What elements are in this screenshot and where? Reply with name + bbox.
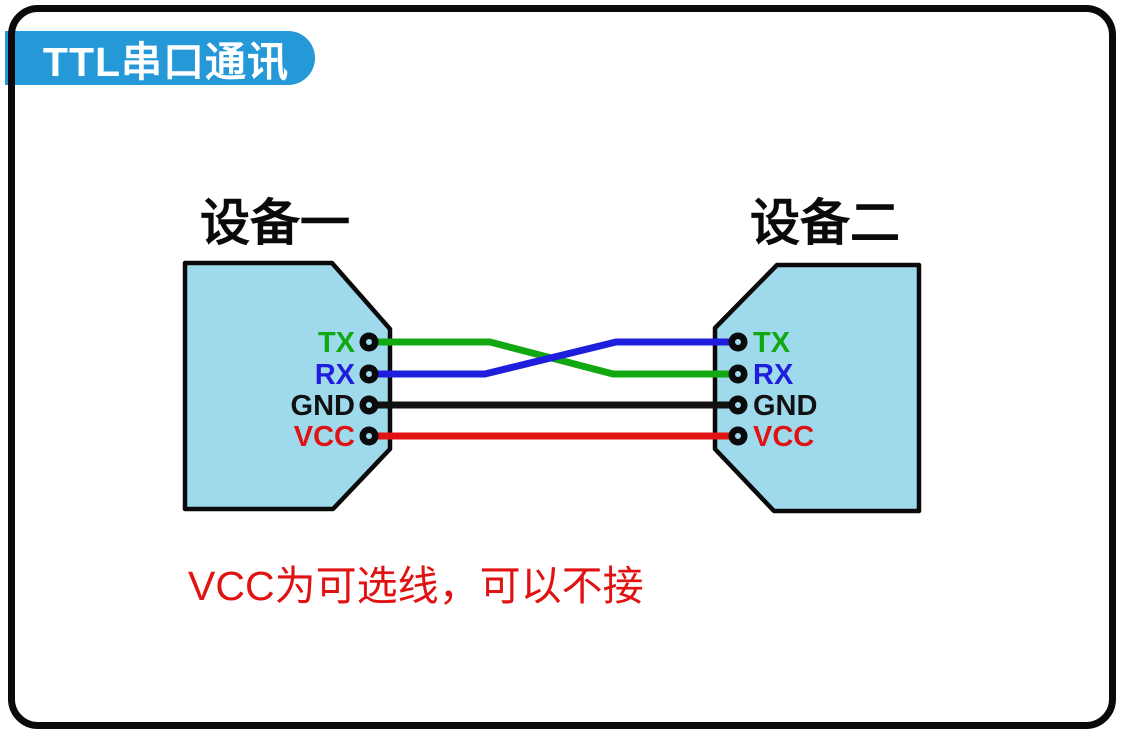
device2-pin-tx-label: TX [753,327,791,359]
wire-rx1-to-tx2 [369,338,738,378]
device2-body [712,262,922,514]
wiring-diagram: TX RX GND VCC TX RX GND VCC [182,260,922,514]
title-badge: TTL串口通讯 [5,31,315,85]
device1-pin-vcc-label: VCC [294,421,355,453]
device2-pin-rx-label: RX [753,359,794,391]
device1-pin-rx-label: RX [315,359,356,391]
diagram-canvas: TTL串口通讯 设备一 设备二 TX RX G [5,5,1116,729]
device1-pin-gnd-label: GND [291,390,355,422]
device2-pin-vcc-dot-hole [735,433,741,439]
device2-title: 设备二 [750,195,900,251]
device1-pin-rx-dot-hole [366,371,372,377]
device1-pin-vcc-dot-hole [366,433,372,439]
device1-pin-gnd-dot-hole [366,402,372,408]
device1-pin-tx-label: TX [318,327,356,359]
device2-pin-gnd-dot-hole [735,402,741,408]
device1-title: 设备一 [200,195,350,251]
device2-pin-vcc-label: VCC [753,421,814,453]
device2-pin-gnd-label: GND [753,390,817,422]
vcc-note: VCC为可选线，可以不接 [188,563,644,609]
device1-pin-tx-dot-hole [366,339,372,345]
device1-body [182,260,393,512]
title-badge-label: TTL串口通讯 [42,39,290,85]
device2-pin-rx-dot-hole [735,371,741,377]
device2-pin-tx-dot-hole [735,339,741,345]
